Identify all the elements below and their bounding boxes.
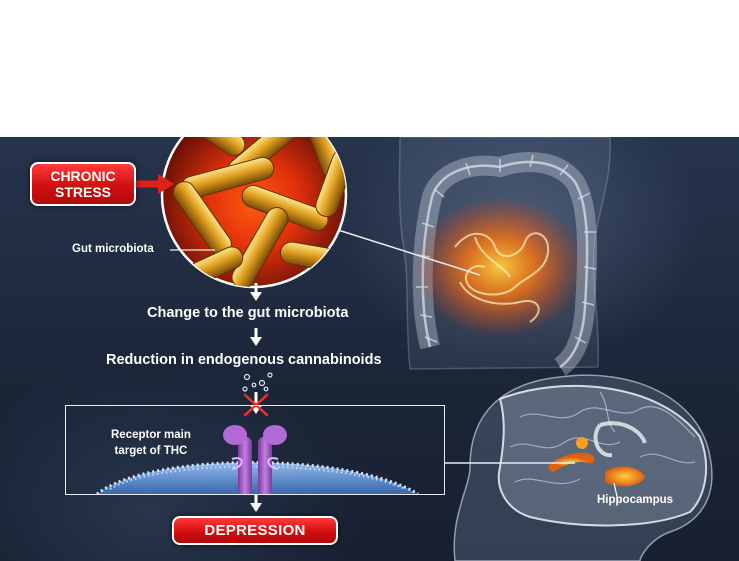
receptor-inset-box (65, 405, 445, 495)
chronic-stress-line1: CHRONIC (50, 168, 116, 184)
diagram-graphics (96, 137, 713, 561)
hippocampus-pointer (613, 482, 619, 502)
receptor-label: Receptor main target of THC (111, 427, 191, 459)
diagram-panel: CHRONIC STRESS Gut microbiota Change to … (0, 137, 739, 561)
down-arrow-icon (250, 495, 262, 512)
cb1-receptor-icon (223, 425, 287, 495)
hippocampus-icon (548, 437, 645, 487)
gut-connector-line (334, 228, 481, 276)
receptor-label-line2: target of THC (114, 445, 188, 457)
right-arrow-icon (136, 174, 174, 194)
cannabinoid-molecules (242, 372, 273, 392)
change-gut-microbiota-label: Change to the gut microbiota (147, 305, 349, 321)
hippocampus-label: Hippocampus (597, 494, 674, 506)
down-arrow-icon (250, 283, 262, 301)
bacteria-cluster-icon (160, 137, 348, 289)
down-arrow-icon (250, 328, 262, 346)
small-intestine-coils (454, 232, 550, 323)
receptor-label-line1: Receptor main (111, 429, 191, 441)
gut-microbiota-label: Gut microbiota (72, 243, 154, 255)
depression-badge: DEPRESSION (172, 516, 338, 545)
brain-icon (453, 374, 713, 561)
chronic-stress-badge: CHRONIC STRESS (30, 162, 136, 206)
reduction-cannabinoids-label: Reduction in endogenous cannabinoids (106, 352, 382, 368)
chronic-stress-line2: STRESS (54, 184, 111, 200)
